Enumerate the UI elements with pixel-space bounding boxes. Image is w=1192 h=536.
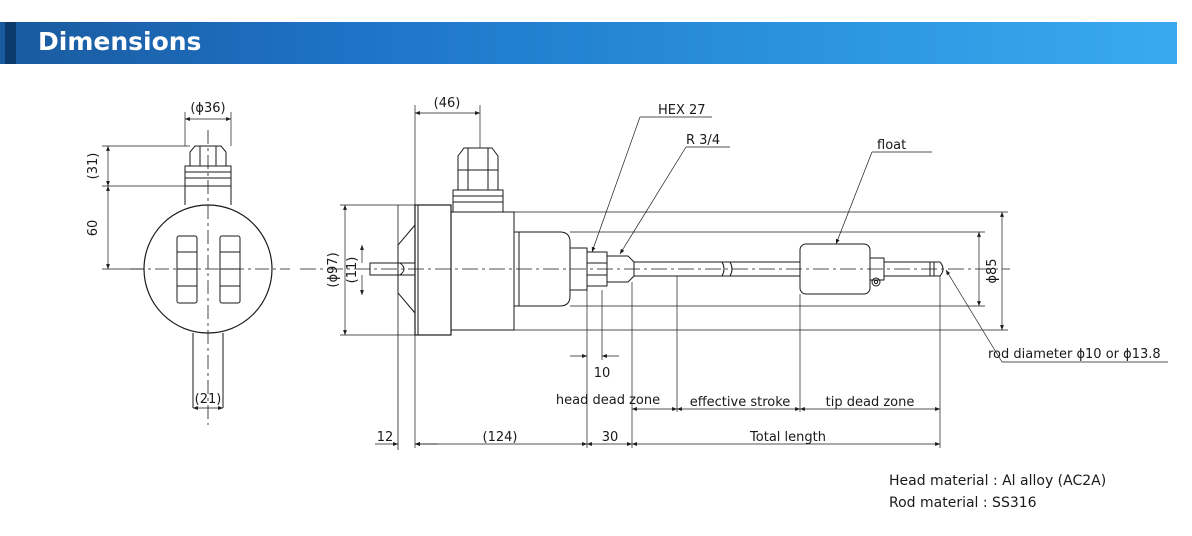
section-title: Dimensions bbox=[38, 27, 202, 56]
flange bbox=[414, 204, 452, 336]
label-hex27: HEX 27 bbox=[658, 103, 706, 118]
front-view bbox=[102, 112, 290, 425]
header-accent-bar bbox=[5, 22, 16, 64]
dim-124: (124) bbox=[483, 430, 518, 445]
gland-body bbox=[184, 165, 232, 187]
dim-total-length: Total length bbox=[749, 430, 826, 445]
dim-21: (21) bbox=[195, 392, 222, 407]
label-float: float bbox=[877, 138, 906, 153]
label-tip-dead-zone: tip dead zone bbox=[826, 395, 915, 410]
label-rod-diameter: rod diameter ϕ10 or ϕ13.8 bbox=[988, 347, 1161, 362]
head-body bbox=[450, 211, 515, 331]
material-notes: Head material : Al alloy (AC2A) Rod mate… bbox=[889, 470, 1106, 514]
dim-60: 60 bbox=[86, 220, 101, 237]
label-head-dead-zone: head dead zone bbox=[556, 393, 660, 408]
dim-phi36: (ϕ36) bbox=[190, 101, 225, 116]
dim-phi85: ϕ85 bbox=[985, 258, 1000, 283]
head-material-note: Head material : Al alloy (AC2A) bbox=[889, 473, 1107, 489]
dim-31: (31) bbox=[86, 153, 101, 180]
dim-12: 12 bbox=[377, 430, 394, 445]
dim-11: (11) bbox=[345, 257, 360, 284]
label-r34: R 3/4 bbox=[686, 133, 720, 148]
side-view bbox=[300, 105, 1168, 450]
label-effective-stroke: effective stroke bbox=[690, 395, 791, 410]
dim-30: 30 bbox=[602, 430, 619, 445]
rod-material-note: Rod material : SS316 bbox=[889, 495, 1037, 511]
section-header: Dimensions bbox=[0, 22, 1177, 64]
dim-10: 10 bbox=[594, 366, 611, 381]
dim-46: (46) bbox=[434, 96, 461, 111]
dim-phi97: (ϕ97) bbox=[326, 252, 341, 287]
